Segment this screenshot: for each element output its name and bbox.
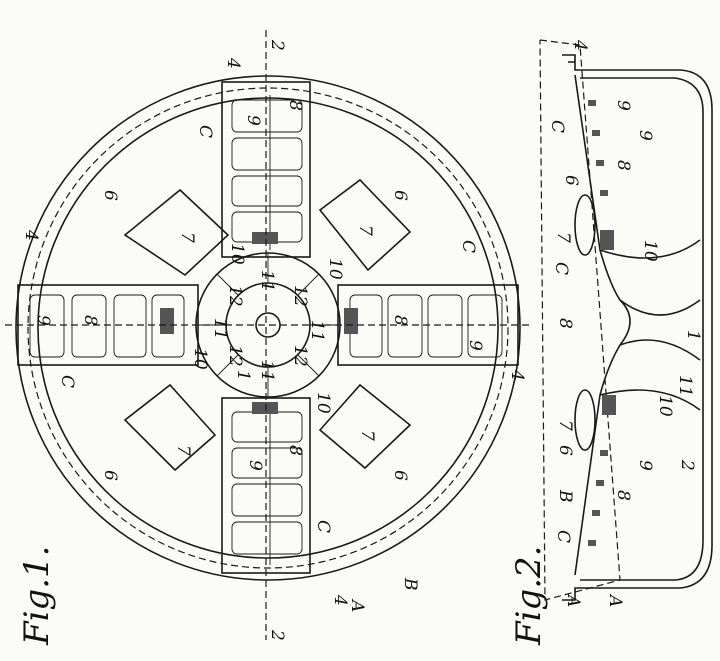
label-12: 12 bbox=[225, 345, 245, 367]
window-top-left bbox=[123, 188, 230, 277]
label-6: 6 bbox=[561, 175, 581, 186]
label-B: B bbox=[400, 577, 420, 591]
tray-edge bbox=[37, 97, 499, 559]
label-7: 7 bbox=[555, 420, 575, 431]
label-10: 10 bbox=[313, 392, 333, 414]
label-8: 8 bbox=[555, 318, 575, 329]
label-11: 11 bbox=[257, 360, 277, 382]
center-cone bbox=[619, 299, 701, 361]
fig1-drawing bbox=[5, 30, 530, 640]
label-10: 10 bbox=[227, 243, 247, 265]
label-6: 6 bbox=[555, 445, 575, 456]
label-4: 4 bbox=[507, 369, 527, 381]
label-10: 10 bbox=[655, 395, 675, 417]
label-9: 9 bbox=[243, 115, 263, 126]
label-C: C bbox=[553, 530, 573, 543]
label-2: 2 bbox=[267, 629, 287, 641]
window-lower bbox=[574, 389, 596, 451]
window-bottom-right bbox=[318, 383, 412, 470]
label-9: 9 bbox=[613, 100, 633, 111]
label-A: A bbox=[605, 593, 625, 607]
window-bottom-left bbox=[123, 383, 217, 472]
label-8: 8 bbox=[285, 445, 305, 456]
label-8: 8 bbox=[390, 315, 410, 326]
label-11: 11 bbox=[257, 270, 277, 292]
label-11: 11 bbox=[675, 375, 695, 397]
label-6: 6 bbox=[100, 190, 120, 201]
label-7: 7 bbox=[173, 445, 193, 456]
hub-center bbox=[255, 312, 281, 338]
label-12: 12 bbox=[290, 285, 310, 307]
label-7: 7 bbox=[357, 430, 377, 441]
label-C: C bbox=[458, 240, 478, 253]
label-1: 1 bbox=[683, 330, 703, 341]
label-A: A bbox=[347, 598, 367, 612]
fig2-title: Fig.2. bbox=[509, 546, 549, 646]
label-11: 11 bbox=[307, 320, 327, 342]
label-1: 1 bbox=[233, 370, 253, 381]
label-4: 4 bbox=[223, 57, 243, 69]
pan-outline bbox=[562, 54, 713, 601]
label-9: 9 bbox=[245, 460, 265, 471]
label-10: 10 bbox=[325, 258, 345, 280]
label-C: C bbox=[195, 125, 215, 138]
label-8: 8 bbox=[285, 100, 305, 111]
label-B: B bbox=[555, 489, 575, 503]
label-8: 8 bbox=[613, 160, 633, 171]
fig1-title: Fig.1. bbox=[17, 546, 57, 646]
label-C: C bbox=[547, 120, 567, 133]
label-A: A bbox=[563, 593, 583, 607]
label-12: 12 bbox=[290, 345, 310, 367]
label-C: C bbox=[313, 520, 333, 533]
cup-dividers bbox=[588, 100, 608, 546]
label-8: 8 bbox=[80, 315, 100, 326]
pan-inner-wall bbox=[568, 61, 704, 581]
label-10: 10 bbox=[190, 348, 210, 370]
label-7: 7 bbox=[355, 225, 375, 236]
label-12: 12 bbox=[225, 285, 245, 307]
window-upper bbox=[574, 194, 596, 256]
label-9: 9 bbox=[635, 460, 655, 471]
label-6: 6 bbox=[390, 470, 410, 481]
label-11: 11 bbox=[210, 318, 230, 340]
tray-profile bbox=[574, 74, 631, 576]
label-8: 8 bbox=[613, 490, 633, 501]
fig2-labels: 4 C 6 7 C 8 7 6 B C A A 9 9 8 9 8 10 10 … bbox=[509, 39, 703, 646]
label-C: C bbox=[57, 375, 77, 388]
section-dashed bbox=[539, 39, 621, 601]
label-4: 4 bbox=[21, 229, 41, 241]
label-9: 9 bbox=[33, 315, 53, 326]
outer-rim bbox=[15, 75, 521, 581]
label-2: 2 bbox=[677, 459, 697, 471]
label-7: 7 bbox=[177, 232, 197, 243]
label-6: 6 bbox=[390, 190, 410, 201]
label-10: 10 bbox=[640, 240, 660, 262]
label-4: 4 bbox=[570, 39, 590, 51]
hub-spokes bbox=[196, 253, 340, 397]
label-7: 7 bbox=[553, 232, 573, 243]
fig2-drawing bbox=[539, 39, 713, 601]
label-9: 9 bbox=[635, 130, 655, 141]
label-4: 4 bbox=[330, 594, 350, 606]
window-top-right bbox=[318, 178, 412, 272]
label-6: 6 bbox=[100, 470, 120, 481]
label-2: 2 bbox=[267, 39, 287, 51]
hub-curves bbox=[599, 239, 701, 411]
label-C: C bbox=[551, 262, 571, 275]
label-9: 9 bbox=[465, 340, 485, 351]
fig1-labels: 6 6 6 6 7 7 7 7 C C C C 4 4 4 4 2 2 A B … bbox=[17, 39, 527, 646]
inner-rim-dashed bbox=[27, 87, 509, 569]
